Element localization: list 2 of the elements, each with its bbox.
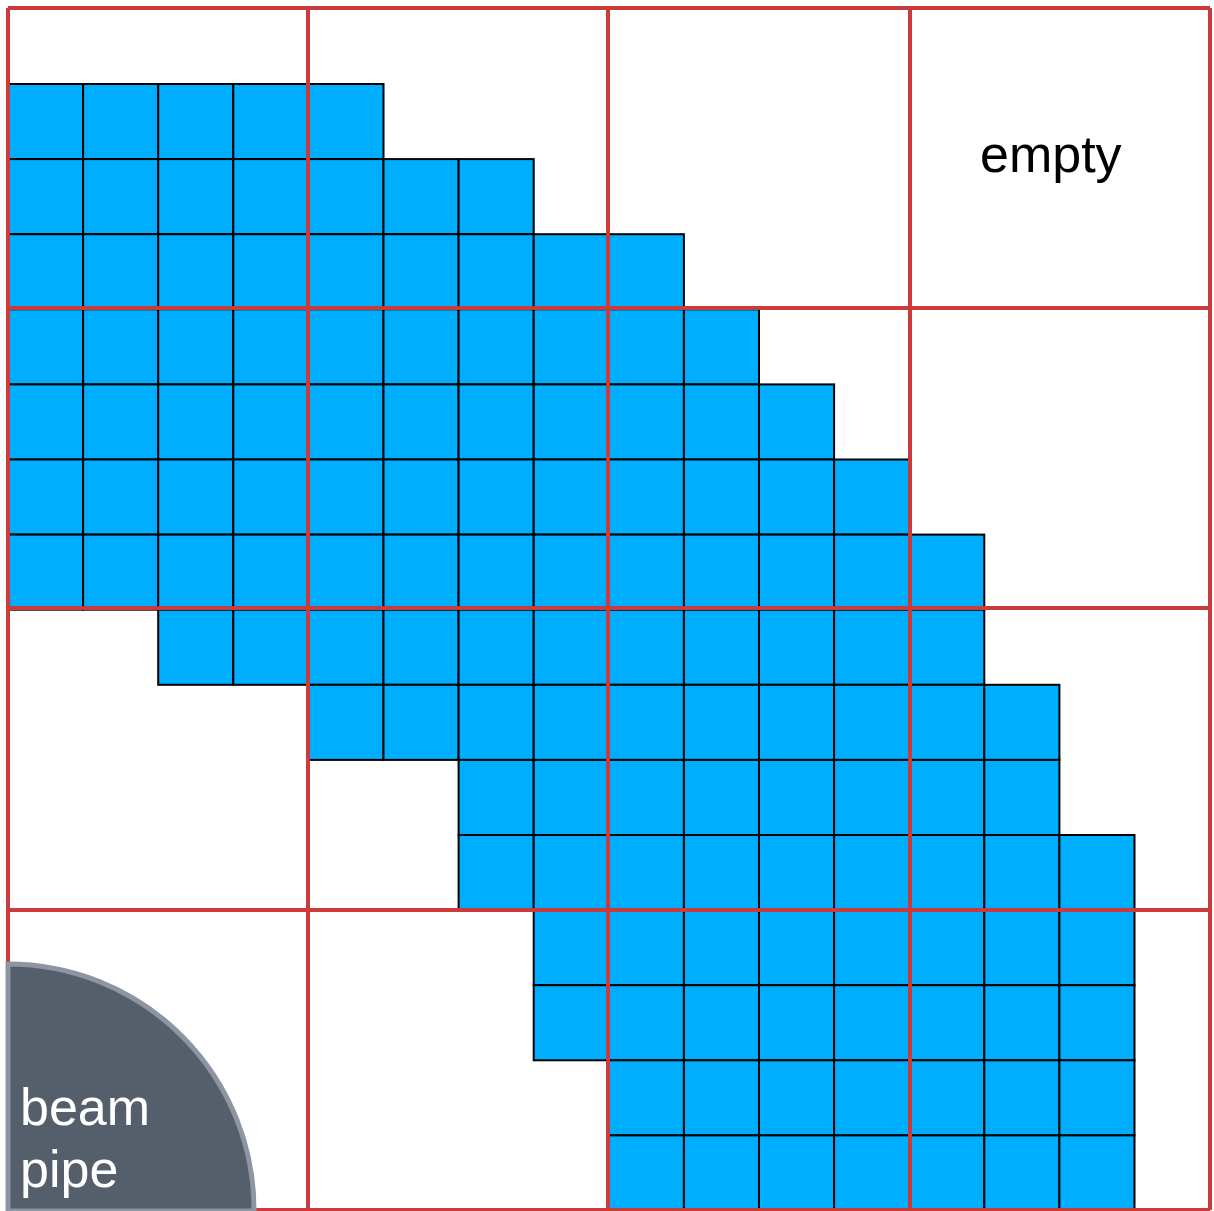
beam-pipe-shape	[4, 960, 260, 1211]
beam-pipe-label: beam pipe	[20, 1077, 152, 1200]
